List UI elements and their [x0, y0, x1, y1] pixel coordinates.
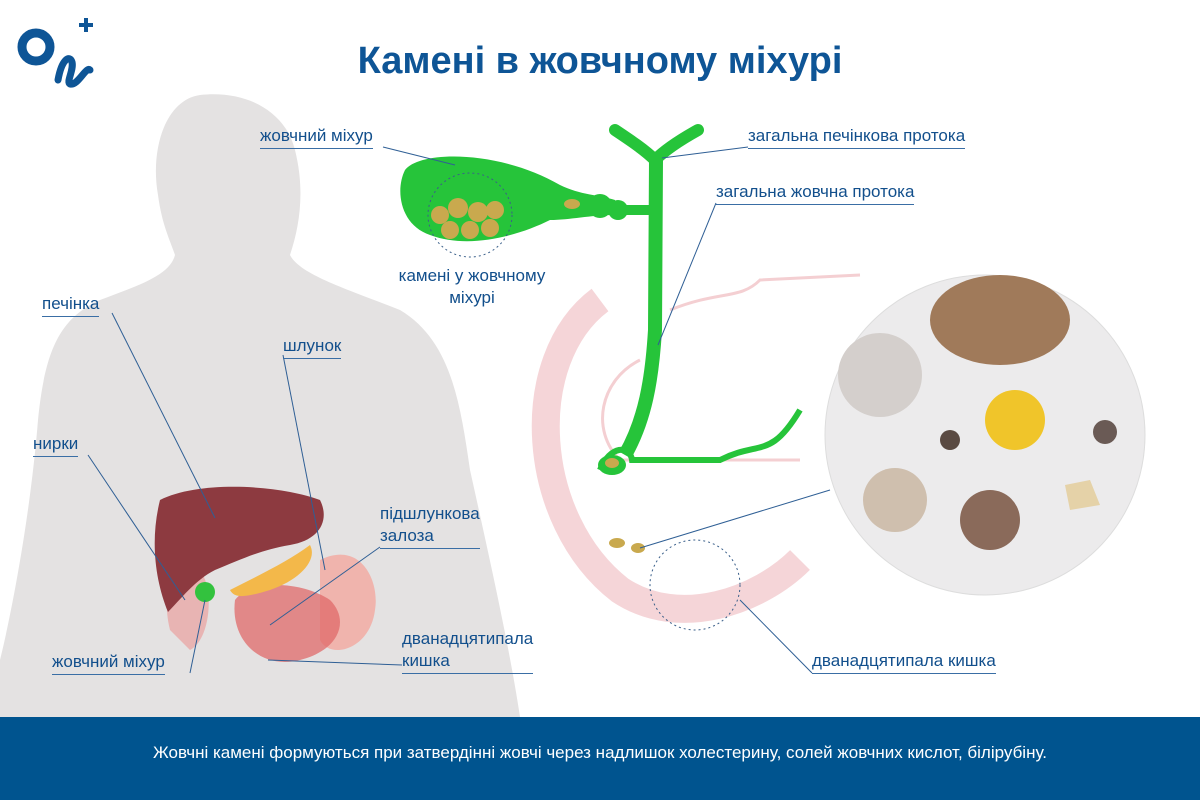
organs — [154, 486, 376, 662]
label-stones-line1: камені у жовчному — [398, 266, 546, 285]
label-stones-line2: міхурі — [449, 288, 495, 307]
label-stomach: шлунок — [283, 335, 342, 359]
label-duodenum-left: дванадцятипала кишка — [402, 628, 534, 674]
biliary-system — [400, 124, 803, 631]
label-pancreas-line1: підшлункова — [380, 504, 480, 523]
label-duodenum-left-line1: дванадцятипала — [402, 629, 534, 648]
leader-lines — [87, 146, 831, 674]
gallstones-photo — [824, 274, 1146, 596]
page-title: Камені в жовчному міхурі — [357, 40, 843, 82]
logo — [17, 18, 94, 88]
body-silhouette — [0, 94, 520, 717]
footer-banner: Жовчні камені формуються при затвердінні… — [0, 717, 1200, 800]
label-kidneys: нирки — [33, 433, 79, 457]
label-duodenum-left-line2: кишка — [402, 650, 534, 674]
label-duodenum-right: дванадцятипала кишка — [812, 650, 996, 674]
label-stones: камені у жовчному міхурі — [372, 265, 572, 309]
label-liver: печінка — [42, 293, 100, 317]
label-common-bile-duct: загальна жовчна протока — [716, 181, 915, 205]
duodenum — [531, 288, 810, 623]
label-pancreas-line2: залоза — [380, 525, 480, 549]
label-gallbladder-top: жовчний міхур — [260, 125, 373, 149]
label-common-hepatic-duct: загальна печінкова протока — [748, 125, 966, 149]
label-gallbladder-bottom: жовчний міхур — [52, 651, 165, 675]
footer-text: Жовчні камені формуються при затвердінні… — [153, 743, 1047, 762]
label-pancreas: підшлункова залоза — [380, 503, 480, 549]
